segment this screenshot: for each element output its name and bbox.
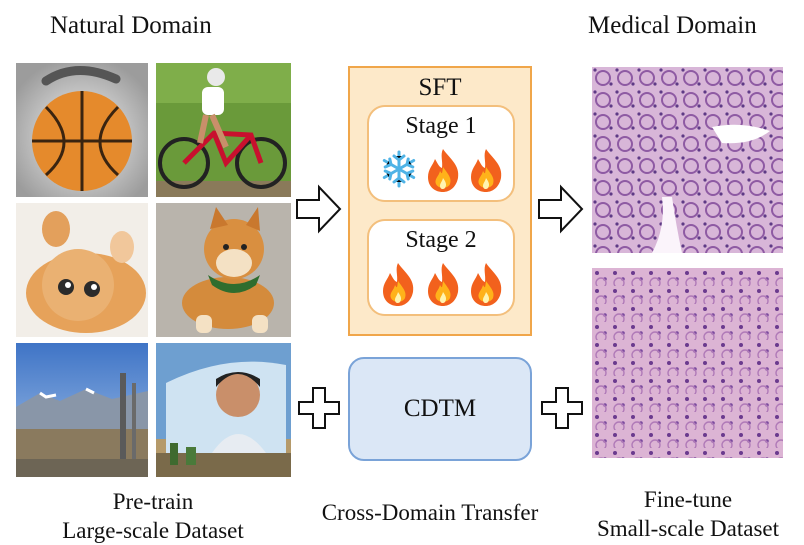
- arrow-right-icon: [295, 184, 343, 234]
- cdtm-label: CDTM: [403, 395, 477, 422]
- transfer-caption: Cross-Domain Transfer: [321, 500, 539, 525]
- billboard-portrait-photo: [156, 343, 291, 477]
- plus-icon: [539, 385, 585, 431]
- plus-icon: [296, 385, 342, 431]
- cyclist-photo: [156, 63, 291, 197]
- histology-slide-1: [592, 67, 783, 253]
- fire-icon: [471, 149, 502, 192]
- snowflake-icon: [382, 150, 416, 188]
- cdtm-box: CDTM: [348, 357, 532, 461]
- finetune-line-1: Fine-tune: [643, 487, 733, 512]
- histology-slide-2: [592, 268, 783, 458]
- pretrain-line-2: Large-scale Dataset: [62, 518, 244, 543]
- pretrain-line-1: Pre-train: [112, 489, 194, 514]
- medical-domain-heading: Medical Domain: [588, 12, 757, 39]
- arrow-right-icon: [537, 184, 585, 234]
- stage-2-label: Stage 2: [405, 227, 477, 253]
- fire-icon: [428, 263, 459, 306]
- basketball-photo: [16, 63, 148, 197]
- sft-title: SFT: [418, 74, 462, 101]
- natural-domain-heading: Natural Domain: [50, 12, 212, 39]
- mountain-landscape-photo: [16, 343, 148, 477]
- stage-2-box: Stage 2: [367, 219, 515, 316]
- stage-1-label: Stage 1: [405, 113, 477, 139]
- finetune-caption: Fine-tune Small-scale Dataset: [574, 485, 802, 543]
- shiba-dog-photo: [156, 203, 291, 337]
- finetune-line-2: Small-scale Dataset: [596, 516, 779, 541]
- fire-icon: [383, 263, 414, 306]
- sft-box: SFT Stage 1 Stage 2: [348, 66, 532, 336]
- fire-icon: [428, 149, 459, 192]
- stage-1-box: Stage 1: [367, 105, 515, 202]
- kitten-photo: [16, 203, 148, 337]
- fire-icon: [471, 263, 502, 306]
- pretrain-caption: Pre-train Large-scale Dataset: [33, 487, 273, 545]
